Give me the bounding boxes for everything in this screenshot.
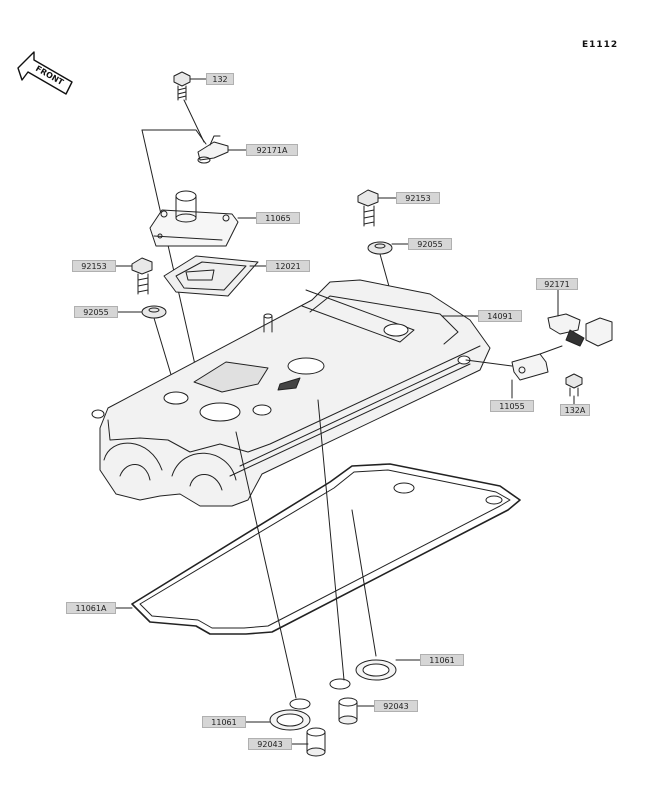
bolt-132a-part [565,373,583,397]
callout-14091[interactable]: 14091 [478,310,522,322]
callout-text: 92153 [405,193,431,203]
collar-92043-right-part [338,697,358,725]
callout-11055[interactable]: 11055 [490,400,534,412]
callout-11061a[interactable]: 11061A [66,602,116,614]
callout-text: 11061A [75,603,107,613]
callout-132[interactable]: 132 [206,73,234,85]
callout-text: 92171A [256,145,288,155]
callout-text: 11065 [265,213,291,223]
callout-text: 92153 [81,261,107,271]
callout-11061-left[interactable]: 11061 [202,716,246,728]
washer-92055-left-part [141,305,167,319]
front-arrow-icon: FRONT [17,51,73,95]
bracket-11055-part [511,345,563,381]
callout-text: 11061 [211,717,237,727]
callout-92043-right[interactable]: 92043 [374,700,418,712]
callout-92055-right[interactable]: 92055 [408,238,452,250]
callout-11061-right[interactable]: 11061 [420,654,464,666]
callout-text: 11055 [499,401,525,411]
callout-text: 92043 [257,739,283,749]
callout-text: 92043 [383,701,409,711]
callout-text: 132A [564,405,586,415]
callout-92171[interactable]: 92171 [536,278,578,290]
breather-cover-11065-part [149,190,239,247]
callout-text: 92171 [544,279,570,289]
callout-92153-right[interactable]: 92153 [396,192,440,204]
cylinder-head-cover-14091-part [91,279,491,507]
washer-92055-right-part [367,241,393,255]
callout-text: 14091 [487,311,513,321]
callout-11065[interactable]: 11065 [256,212,300,224]
callout-text: 92055 [83,307,109,317]
callout-92043-left[interactable]: 92043 [248,738,292,750]
diagram-id: E1112 [582,40,619,50]
callout-92171a[interactable]: 92171A [246,144,298,156]
clip-92171-part [547,313,613,347]
collar-92043-left-part [306,727,326,757]
callout-text: 92055 [417,239,443,249]
callout-text: 11061 [429,655,455,665]
gasket-12021-part [163,255,259,297]
callout-92153-left[interactable]: 92153 [72,260,116,272]
clamp-92171a-part [197,135,229,164]
callout-text: 12021 [275,261,301,271]
gasket-11061a-part [131,463,521,635]
bolt-132-part [173,71,191,101]
plug-seal-11061-right-part [329,659,397,690]
callout-92055-left[interactable]: 92055 [74,306,118,318]
plug-seal-11061-left-part [269,698,311,731]
callout-12021[interactable]: 12021 [266,260,310,272]
bolt-92153-left-part [131,257,153,295]
callout-132a[interactable]: 132A [560,404,590,416]
callout-text: 132 [212,74,228,84]
bolt-92153-right-part [357,189,379,227]
